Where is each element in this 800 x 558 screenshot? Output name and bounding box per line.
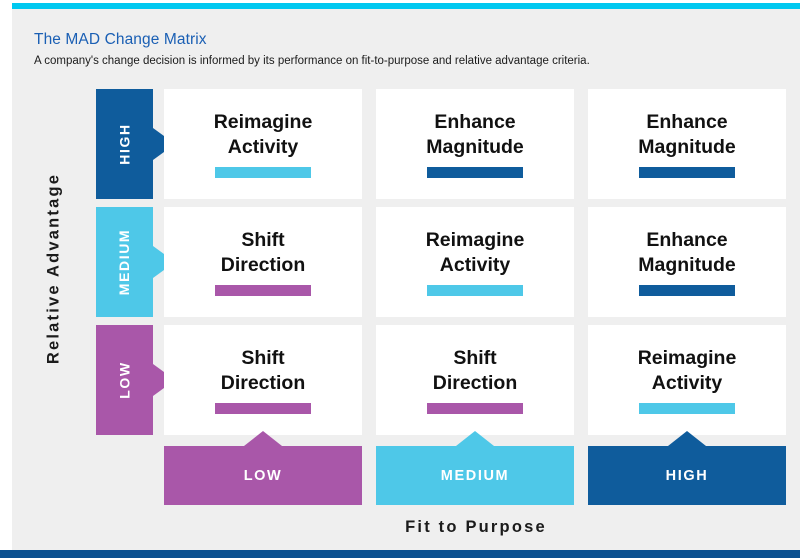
- matrix-cell-high-high[interactable]: Enhance Magnitude: [588, 89, 786, 199]
- cell-line-2: Magnitude: [638, 254, 736, 276]
- row-label-high[interactable]: HIGH: [96, 89, 175, 199]
- cell-line-1: Enhance: [434, 111, 516, 134]
- page-subtitle: A company's change decision is informed …: [34, 55, 590, 67]
- col-label-medium[interactable]: MEDIUM: [376, 431, 574, 505]
- col-label-low[interactable]: LOW: [164, 431, 362, 505]
- col-pointer-icon: [456, 431, 494, 446]
- cell-line-1: Shift: [453, 347, 497, 370]
- cell-line-2: Activity: [439, 254, 511, 276]
- x-axis-label: Fit to Purpose: [405, 518, 547, 536]
- matrix-cell-medium-medium[interactable]: Reimagine Activity: [376, 207, 574, 317]
- cell-line-2: Direction: [220, 254, 306, 276]
- cell-color-bar: [639, 402, 735, 414]
- cell-color-bar: [215, 284, 311, 296]
- cell-line-1: Shift: [241, 229, 285, 252]
- cell-line-2: Magnitude: [638, 136, 736, 158]
- cell-line-2: Magnitude: [426, 136, 524, 158]
- cell-color-bar: [639, 166, 735, 178]
- col-label-high[interactable]: HIGH: [588, 431, 786, 505]
- y-axis-label: Relative Advantage: [44, 172, 63, 365]
- matrix-cell-medium-high[interactable]: Enhance Magnitude: [588, 207, 786, 317]
- cell-line-2: Direction: [432, 372, 518, 394]
- row-label-low[interactable]: LOW: [96, 325, 175, 435]
- cell-line-1: Enhance: [646, 111, 728, 134]
- cell-line-1: Reimagine: [637, 347, 737, 370]
- matrix-cell-high-low[interactable]: Reimagine Activity: [164, 89, 362, 199]
- bottom-accent-rule: [0, 550, 800, 558]
- matrix-cell-low-high[interactable]: Reimagine Activity: [588, 325, 786, 435]
- cell-line-1: Enhance: [646, 229, 728, 252]
- cell-color-bar: [427, 166, 523, 178]
- row-label-high-text: HIGH: [116, 123, 133, 165]
- col-label-low-text: LOW: [243, 467, 283, 484]
- cell-line-2: Direction: [220, 372, 306, 394]
- cell-color-bar: [215, 166, 311, 178]
- matrix-cell-low-medium[interactable]: Shift Direction: [376, 325, 574, 435]
- cell-color-bar: [215, 402, 311, 414]
- row-label-low-text: LOW: [116, 361, 133, 399]
- col-pointer-icon: [244, 431, 282, 446]
- chart-canvas: The MAD Change Matrix A company's change…: [12, 9, 800, 550]
- cell-line-1: Shift: [241, 347, 285, 370]
- cell-line-1: Reimagine: [213, 111, 313, 134]
- cell-line-2: Activity: [651, 372, 723, 394]
- cell-color-bar: [639, 284, 735, 296]
- matrix-cell-high-medium[interactable]: Enhance Magnitude: [376, 89, 574, 199]
- row-label-medium-text: MEDIUM: [116, 228, 133, 296]
- page-title: The MAD Change Matrix: [34, 31, 207, 48]
- cell-color-bar: [427, 402, 523, 414]
- matrix-cell-medium-low[interactable]: Shift Direction: [164, 207, 362, 317]
- cell-line-1: Reimagine: [425, 229, 525, 252]
- matrix-cell-low-low[interactable]: Shift Direction: [164, 325, 362, 435]
- col-label-high-text: HIGH: [665, 467, 709, 484]
- cell-line-2: Activity: [227, 136, 299, 158]
- row-label-medium[interactable]: MEDIUM: [96, 207, 175, 317]
- top-accent-rule: [12, 3, 800, 9]
- cell-color-bar: [427, 284, 523, 296]
- col-label-medium-text: MEDIUM: [440, 467, 510, 484]
- col-pointer-icon: [668, 431, 706, 446]
